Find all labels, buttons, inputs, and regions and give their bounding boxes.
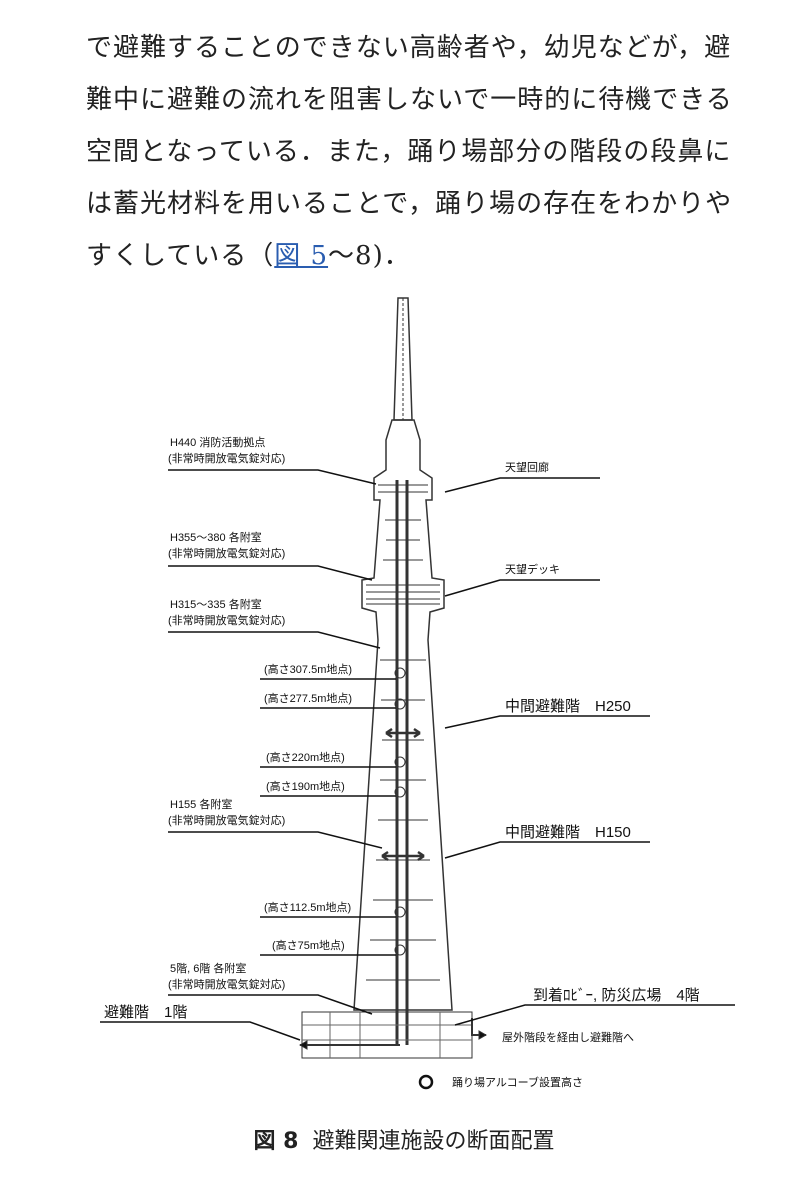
- label-arrival-lobby: 到着ﾛﾋﾞｰ, 防災広場 4階: [533, 987, 700, 1004]
- figure-caption: 図 8 避難関連施設の断面配置: [0, 1123, 808, 1155]
- legend-label: 踊り場アルコーブ設置高さ: [452, 1075, 583, 1089]
- caption-text: 避難関連施設の断面配置: [312, 1129, 555, 1154]
- label-h315-sub: (非常時開放電気錠対応): [168, 613, 285, 627]
- label-outdoor-stairs: 屋外階段を経由し避難階へ: [502, 1030, 634, 1044]
- alcove-circle-icon: [418, 1074, 434, 1090]
- label-height: (高さ307.5m地点): [264, 662, 352, 676]
- label-height: (高さ220m地点): [266, 750, 345, 764]
- label-tembo-corridor: 天望回廊: [505, 460, 549, 474]
- text: すくしている（: [86, 241, 275, 271]
- label-height: (高さ277.5m地点): [264, 691, 352, 705]
- paragraph-line: すくしている（図 5〜8)．: [86, 230, 766, 282]
- paragraph-line: 空間となっている．また，踊り場部分の階段の段鼻に: [86, 137, 732, 167]
- label-mid-h250: 中間避難階 H250: [505, 698, 631, 715]
- label-mid-h150: 中間避難階 H150: [505, 824, 631, 841]
- label-evac-floor: 避難階 1階: [104, 1004, 187, 1021]
- text: 〜8)．: [328, 241, 411, 271]
- caption-label: 図 8: [253, 1129, 299, 1154]
- tower-drawing: [298, 297, 488, 1059]
- label-h155: H155 各附室: [170, 797, 232, 811]
- label-height: (高さ190m地点): [266, 779, 345, 793]
- paragraph-line: 難中に避難の流れを阻害しないで一時的に待機できる: [86, 85, 733, 115]
- label-5-6f-sub: (非常時開放電気錠対応): [168, 977, 285, 991]
- paragraph-line: は蓄光材料を用いることで，踊り場の存在をわかりや: [86, 189, 733, 219]
- body-paragraph: で避難することのできない高齢者や，幼児などが，避 難中に避難の流れを阻害しないで…: [86, 22, 766, 282]
- label-h355: H355〜380 各附室: [170, 530, 262, 544]
- label-h440-sub: (非常時開放電気錠対応): [168, 451, 285, 465]
- leader-lines: [100, 469, 735, 1041]
- label-height: (高さ112.5m地点): [264, 900, 351, 914]
- figure-link[interactable]: 図 5: [274, 241, 329, 271]
- label-h315: H315〜335 各附室: [170, 597, 262, 611]
- label-h440: H440 消防活動拠点: [170, 435, 265, 449]
- label-height: (高さ75m地点): [272, 938, 345, 952]
- label-h155-sub: (非常時開放電気錠対応): [168, 813, 285, 827]
- label-tembo-deck: 天望デッキ: [505, 562, 560, 576]
- paragraph-line: で避難することのできない高齢者や，幼児などが，避: [86, 33, 732, 63]
- label-5-6f: 5階, 6階 各附室: [170, 961, 246, 975]
- label-h355-sub: (非常時開放電気錠対応): [168, 546, 285, 560]
